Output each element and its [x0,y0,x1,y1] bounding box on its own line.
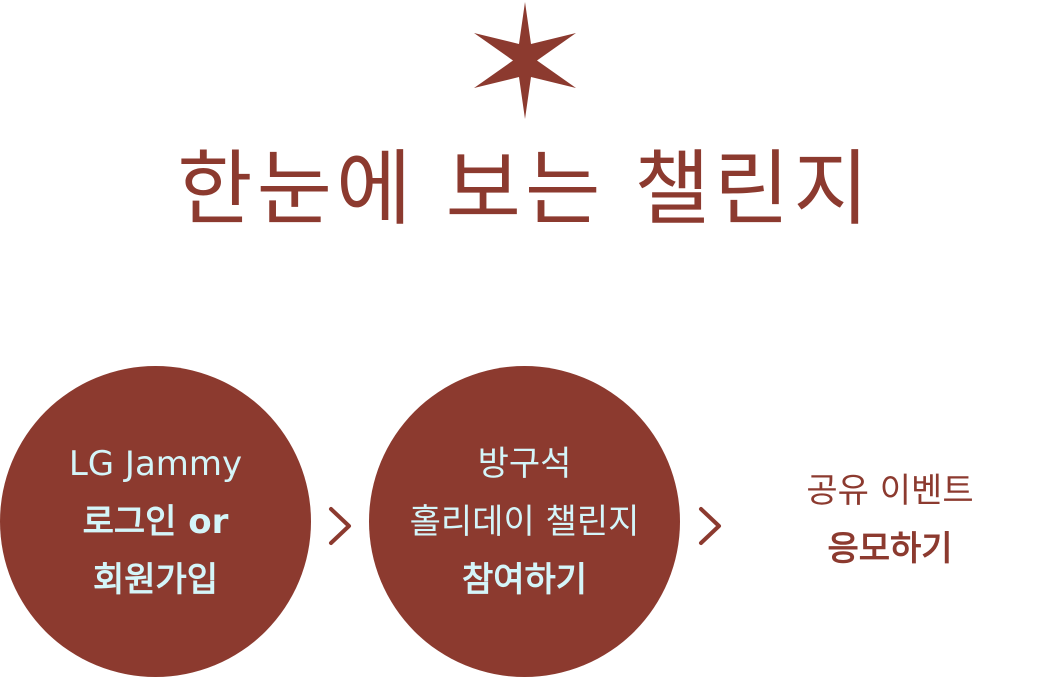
step-2-line-3: 참여하기 [461,559,588,600]
chevron-right-icon [329,507,351,545]
chevron-right-icon [699,507,721,545]
step-1-line-1: LG Jammy [68,443,243,484]
step-1-line-3: 회원가입 [92,559,219,600]
step-login-circle[interactable]: LG Jammy 로그인 or 회원가입 [0,366,311,677]
step-challenge-circle[interactable]: 방구석 홀리데이 챌린지 참여하기 [369,366,680,677]
step-1-line-2: 로그인 or [82,501,229,542]
step-share-event[interactable]: 공유 이벤트 응모하기 [760,462,1020,578]
step-3-line-1: 공유 이벤트 [806,471,974,511]
step-2-line-2: 홀리데이 챌린지 [409,501,640,542]
step-2-line-1: 방구석 [477,443,572,484]
six-point-star-icon [474,2,576,119]
step-3-line-2: 응모하기 [827,529,953,569]
page-title: 한눈에 보는 챌린지 [177,142,873,237]
